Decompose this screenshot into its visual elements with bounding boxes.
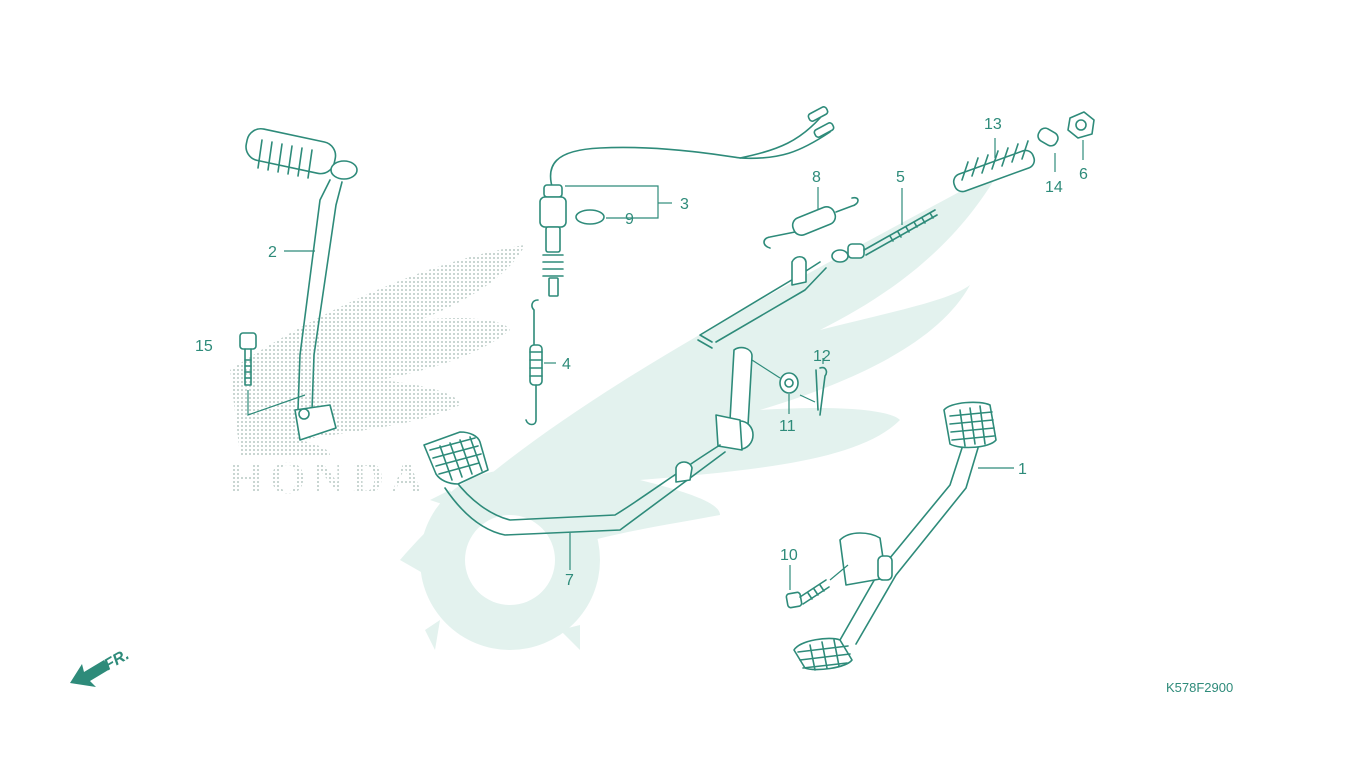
stop-switch-cable (539, 106, 835, 297)
callout-11: 11 (779, 418, 796, 435)
return-spring-4 (525, 299, 543, 426)
kick-starter-arm (245, 127, 358, 441)
callout-4: 4 (562, 356, 571, 373)
callout-3: 3 (680, 196, 689, 213)
collar-14 (1037, 127, 1059, 147)
callout-9: 9 (625, 211, 634, 228)
cotter-pin-12 (815, 366, 828, 416)
bolt-15 (239, 332, 257, 386)
callout-14: 14 (1045, 179, 1063, 196)
callout-5: 5 (896, 169, 905, 186)
nut-6 (1067, 111, 1095, 139)
honda-wing-dots (230, 245, 525, 455)
bolt-10 (785, 579, 830, 609)
callout-2: 2 (268, 244, 277, 261)
callout-10: 10 (780, 547, 798, 564)
callout-12: 12 (813, 348, 831, 365)
callout-13: 13 (984, 116, 1002, 133)
callout-7: 7 (565, 572, 574, 589)
rod-5 (831, 209, 938, 263)
spring-13 (952, 140, 1036, 193)
clip-9 (575, 209, 605, 225)
callout-1: 1 (1018, 461, 1027, 478)
spring-8 (763, 196, 859, 249)
brake-pedal-7 (423, 255, 827, 536)
wing-watermark (400, 170, 1000, 650)
callout-15: 15 (195, 338, 213, 355)
pedal-1 (793, 401, 997, 671)
callout-8: 8 (812, 169, 821, 186)
honda-watermark-text: HONDA (228, 452, 429, 503)
callout-6: 6 (1079, 166, 1088, 183)
diagram-code: K578F2900 (1166, 680, 1233, 695)
front-arrow-icon (70, 660, 110, 687)
washer-11 (779, 372, 799, 394)
